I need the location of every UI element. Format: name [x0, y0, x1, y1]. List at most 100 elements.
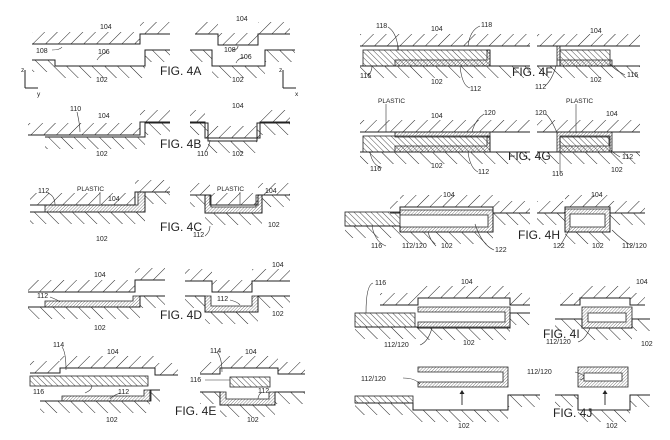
reference-label: 112/120 [384, 342, 409, 349]
substrate-104 [560, 286, 645, 305]
leader-line [545, 113, 558, 134]
leader-line [559, 227, 571, 247]
reference-label: 116 [371, 243, 382, 250]
leader-line [369, 151, 383, 169]
substrate-102 [355, 395, 540, 422]
substrate-102 [32, 50, 170, 78]
plastic-shell-112-120 [399, 209, 494, 233]
reference-label: 112 [217, 296, 228, 303]
substrate-102-edge [355, 312, 530, 329]
leader-line [204, 139, 211, 153]
axis-label: x [295, 91, 299, 98]
reference-label: 102 [431, 163, 443, 170]
reference-label: 102 [441, 243, 453, 250]
axis-label: z [21, 67, 24, 74]
reference-label: 118 [376, 23, 387, 30]
reference-label: 104 [431, 26, 443, 33]
substrate-104-edge [200, 367, 305, 375]
reference-label: 102 [611, 167, 623, 174]
leader-line [76, 111, 81, 133]
leader-line [216, 351, 223, 373]
reference-label: 102 [232, 151, 244, 158]
reference-label: PLASTIC [566, 98, 593, 105]
reference-label: 104 [100, 24, 112, 31]
substrate-102 [190, 123, 290, 153]
plastic-shell-112-120 [564, 208, 611, 233]
axis-icon [282, 70, 296, 89]
cross-section-shapes [24, 22, 650, 422]
substrate-102 [555, 319, 650, 340]
leader-line [367, 65, 373, 76]
plastic-layer-112 [556, 131, 613, 153]
leader-line [371, 225, 387, 247]
reference-label: 102 [272, 311, 284, 318]
plastic-layer-112 [61, 389, 152, 402]
figure-caption: FIG. 4A [160, 64, 201, 78]
reference-label: 110 [197, 151, 208, 158]
reference-label: 104 [245, 349, 257, 356]
reference-label: 110 [70, 106, 81, 113]
leader-line [474, 223, 495, 251]
reference-label: 122 [495, 247, 507, 254]
substrate-102-edge [355, 394, 540, 411]
reference-label: 104 [107, 349, 119, 356]
substrate-104-edge [190, 121, 290, 139]
substrate-102 [537, 152, 640, 164]
leader-line [427, 231, 437, 247]
leader-line [609, 63, 626, 76]
reference-label: 116 [33, 389, 44, 396]
reference-label: 102 [463, 340, 475, 347]
plastic-layer-112 [44, 191, 146, 213]
leader-line [61, 346, 67, 371]
insert-116 [29, 375, 149, 387]
figure-caption: FIG. 4H [518, 228, 560, 242]
reference-label: 104 [236, 16, 248, 23]
leader-line [459, 65, 471, 89]
reference-label: 112/120 [402, 243, 427, 250]
substrate-104 [537, 195, 645, 213]
substrate-104 [200, 356, 305, 374]
substrate-104 [28, 268, 165, 292]
leader-line [611, 229, 633, 247]
leader-line [574, 371, 585, 381]
plastic-layer-112 [219, 391, 276, 406]
reference-label: 112/120 [361, 376, 386, 383]
substrate-102-edge [190, 122, 290, 142]
leader-line [51, 46, 63, 51]
reference-label: 102 [590, 77, 602, 84]
reference-label: 102 [641, 341, 653, 348]
substrate-104-edge [195, 33, 290, 46]
leader-line [610, 149, 621, 158]
reference-label: 104 [636, 279, 648, 286]
plastic-layer-112 [394, 49, 491, 67]
reference-label: 120 [484, 110, 496, 117]
substrate-104 [195, 22, 290, 45]
substrate-102-edge [45, 122, 170, 138]
substrate-104-edge [28, 279, 165, 293]
reference-label: 102 [96, 236, 108, 243]
reference-label: 112 [478, 169, 489, 176]
substrate-102 [555, 395, 650, 422]
reference-label: 112 [258, 388, 269, 395]
substrate-104 [380, 286, 530, 305]
reference-label: 104 [606, 111, 618, 118]
plastic-shell-112-120 [577, 366, 629, 388]
substrate-104 [28, 110, 170, 135]
reference-label: 112 [535, 84, 546, 91]
figure-caption: FIG. 4D [160, 308, 202, 322]
substrate-102 [30, 192, 170, 224]
reference-label: 118 [481, 22, 492, 29]
substrate-102-edge [555, 394, 650, 411]
substrate-104 [537, 120, 640, 132]
reference-label: 104 [590, 28, 602, 35]
figure-caption: FIG. 4J [553, 406, 592, 420]
reference-label: 104 [265, 188, 277, 195]
substrate-104 [360, 120, 530, 132]
substrate-104-edge [380, 297, 530, 306]
leader-line [419, 327, 433, 346]
plastic-shell-112-120 [417, 306, 511, 328]
substrate-102 [355, 313, 530, 340]
reference-label: 102 [431, 79, 443, 86]
